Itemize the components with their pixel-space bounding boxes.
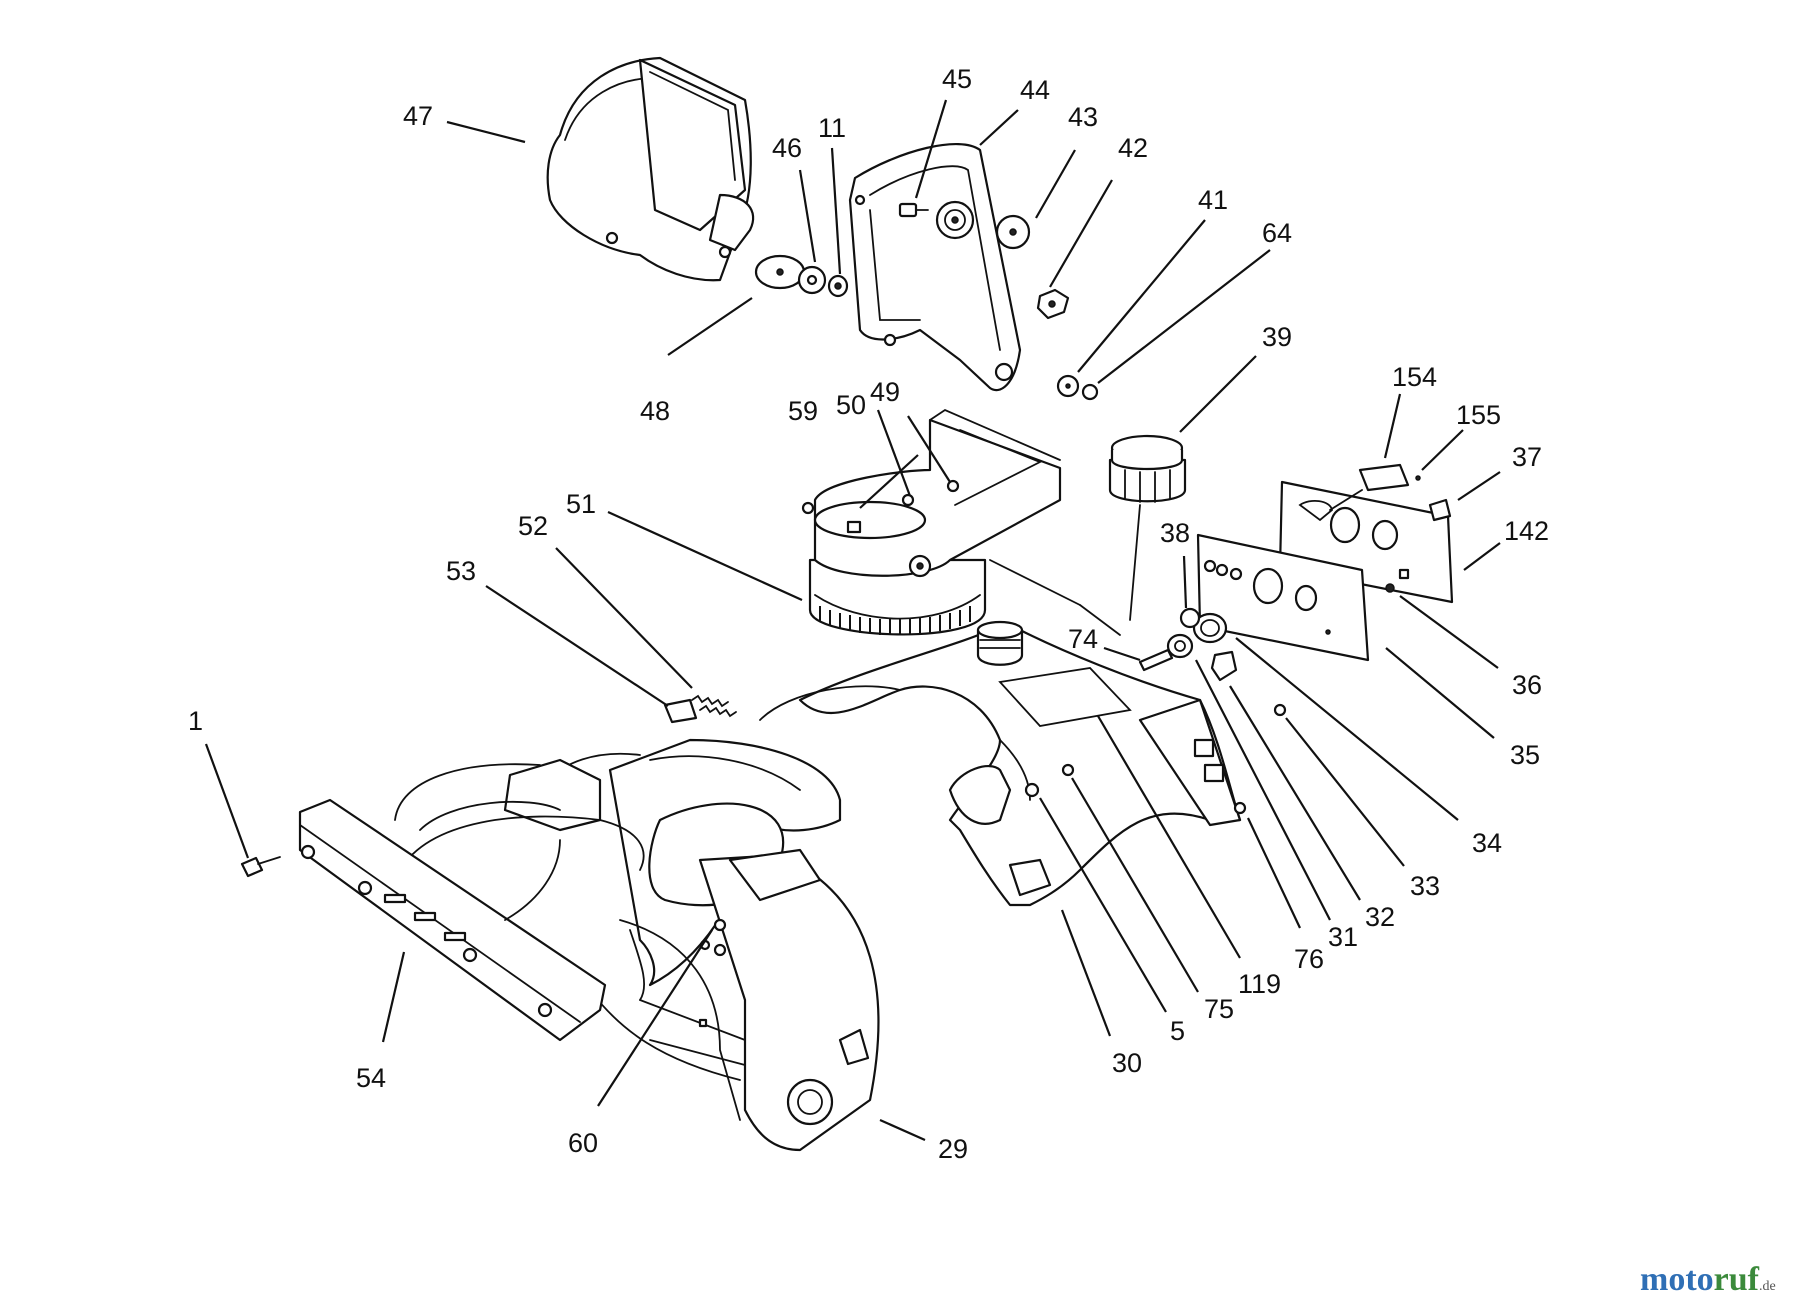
- label-37: 37: [1512, 442, 1542, 472]
- nut-36: [1385, 583, 1395, 593]
- nut-64: [1081, 383, 1099, 401]
- clip-53: [663, 698, 698, 724]
- label-47: 47: [403, 101, 433, 131]
- label-42: 42: [1118, 133, 1148, 163]
- chute-base-part: [801, 408, 1062, 636]
- label-50: 50: [836, 390, 866, 420]
- label-59: 59: [788, 396, 818, 426]
- washer-43: [995, 214, 1031, 250]
- label-46: 46: [772, 133, 802, 163]
- label-41: 41: [1198, 185, 1228, 215]
- label-31: 31: [1328, 922, 1358, 952]
- label-35: 35: [1510, 740, 1540, 770]
- key-32: [1210, 650, 1238, 682]
- label-142: 142: [1504, 516, 1549, 546]
- chute-bracket-part: [848, 143, 1022, 392]
- ring-38: [1179, 607, 1201, 629]
- label-48: 48: [640, 396, 670, 426]
- label-34: 34: [1472, 828, 1502, 858]
- auger-housing-29: [399, 738, 880, 1152]
- svg-text:motoruf.de: motoruf.de: [1640, 1261, 1776, 1298]
- label-32: 32: [1365, 902, 1395, 932]
- label-44: 44: [1020, 75, 1050, 105]
- switch-31: [1166, 633, 1194, 659]
- label-1: 1: [188, 706, 203, 736]
- washer-5: [1024, 782, 1040, 798]
- scraper-bar-54: [298, 763, 607, 1042]
- label-11: 11: [818, 113, 846, 143]
- knob-42: [1036, 288, 1070, 320]
- label-155: 155: [1456, 400, 1501, 430]
- screw-76: [1233, 801, 1247, 815]
- connector-37: [1428, 498, 1452, 522]
- bolt-1: [240, 856, 281, 878]
- leader-lines: [204, 99, 1501, 1142]
- watermark-logo: motoruf.de: [1640, 1261, 1776, 1298]
- part-labels: 47 48 46 11 45 44 43 42 41 64 39 154 155…: [188, 64, 1549, 1164]
- label-119: 119: [1238, 969, 1281, 999]
- bolt-45: [898, 202, 929, 218]
- label-75: 75: [1204, 994, 1234, 1024]
- screw-33: [1273, 703, 1287, 717]
- label-76: 76: [1294, 944, 1324, 974]
- washer-48: [754, 254, 806, 290]
- label-30: 30: [1112, 1048, 1142, 1078]
- washer-41: [1056, 374, 1080, 398]
- label-60: 60: [568, 1128, 598, 1158]
- switch-154: [1329, 463, 1421, 511]
- housing-30: [759, 504, 1242, 907]
- spring-52: [691, 694, 737, 718]
- label-64: 64: [1262, 218, 1292, 248]
- label-38: 38: [1160, 518, 1190, 548]
- screw-60: [713, 918, 727, 932]
- label-29: 29: [938, 1134, 968, 1164]
- label-54: 54: [356, 1063, 386, 1093]
- label-39: 39: [1262, 322, 1292, 352]
- label-52: 52: [518, 511, 548, 541]
- deflector-part: [546, 56, 755, 282]
- label-53: 53: [446, 556, 476, 586]
- panel-35: [1196, 533, 1370, 662]
- cap-39: [1108, 434, 1187, 503]
- screw-75: [1061, 763, 1075, 777]
- nut-11: [827, 274, 849, 298]
- label-49: 49: [870, 377, 900, 407]
- label-43: 43: [1068, 102, 1098, 132]
- label-154: 154: [1392, 362, 1437, 392]
- label-74: 74: [1068, 624, 1098, 654]
- label-36: 36: [1512, 670, 1542, 700]
- pin-74: [1138, 648, 1174, 672]
- washer-46: [797, 265, 827, 295]
- label-33: 33: [1410, 871, 1440, 901]
- label-5: 5: [1170, 1016, 1185, 1046]
- label-51: 51: [566, 489, 596, 519]
- bezel-34: [1192, 612, 1228, 644]
- label-45: 45: [942, 64, 972, 94]
